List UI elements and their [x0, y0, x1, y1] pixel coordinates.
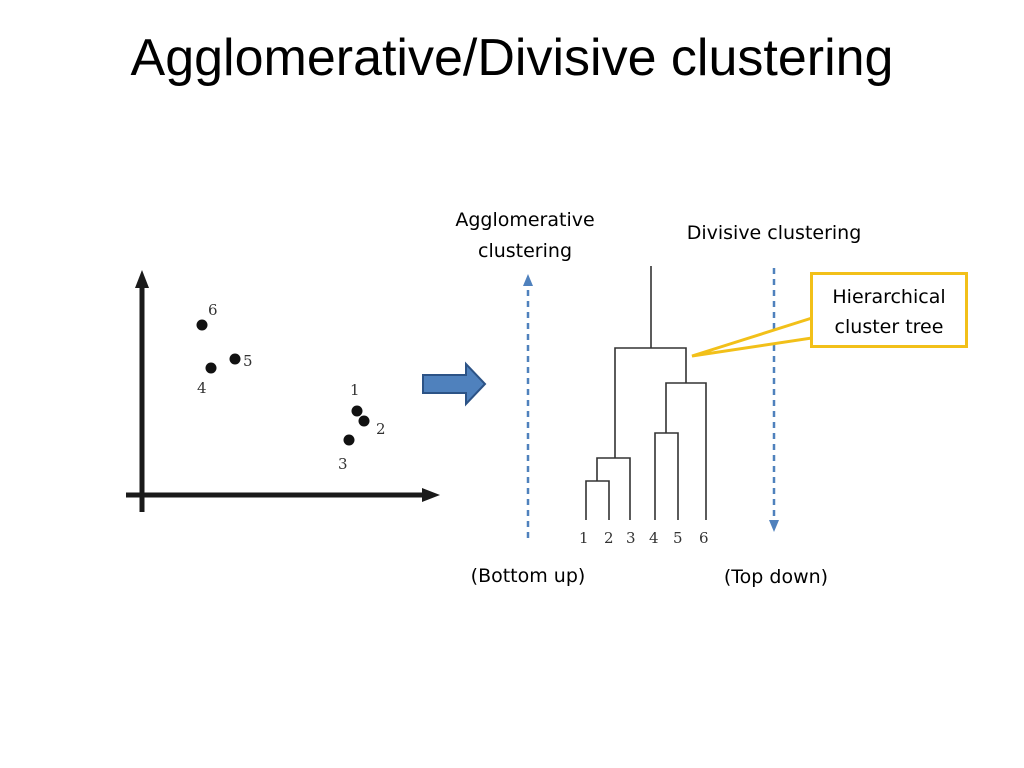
divisive-label: Divisive clustering: [686, 222, 862, 244]
leaf-label-5: 5: [673, 529, 683, 547]
dendrogram-link-123-456: [614, 347, 687, 458]
point-label-1: 1: [350, 381, 360, 399]
leaf-label-4: 4: [649, 529, 659, 547]
bottom-up-arrow: [523, 274, 533, 538]
point-2: [358, 415, 370, 427]
bottom-up-arrowhead: [523, 274, 533, 286]
point-label-3: 3: [338, 455, 348, 473]
callout-pointer: [691, 315, 814, 358]
top-down-arrowhead: [769, 520, 779, 532]
leaf-label-6: 6: [699, 529, 709, 547]
transform-arrow: [422, 361, 487, 407]
point-5: [229, 353, 241, 365]
bottom-up-label: (Bottom up): [470, 565, 586, 587]
callout-line2: cluster tree: [834, 316, 944, 338]
point-6: [196, 319, 208, 331]
scatter-axes: [126, 270, 440, 512]
dendrogram-link-12-3: [596, 457, 631, 520]
dendrogram-link-1-2: [585, 480, 610, 520]
dendrogram: [585, 266, 707, 520]
point-label-6: 6: [208, 301, 218, 319]
dendrogram-leaf-labels: 1 2 3 4 5 6: [579, 529, 709, 547]
callout-hierarchical-cluster-tree: Hierarchical cluster tree: [810, 272, 968, 348]
agglomerative-label-line2: clustering: [478, 240, 572, 262]
dendrogram-link-4-5: [654, 432, 679, 520]
point-label-4: 4: [197, 379, 207, 397]
point-1: [351, 405, 363, 417]
x-axis-arrowhead: [422, 488, 440, 502]
leaf-label-3: 3: [626, 529, 636, 547]
point-label-2: 2: [376, 420, 386, 438]
top-down-arrow: [769, 268, 779, 532]
dendrogram-link-45-6: [665, 382, 707, 520]
point-4: [205, 362, 217, 374]
point-label-5: 5: [243, 352, 253, 370]
leaf-label-2: 2: [604, 529, 614, 547]
slide-title: Agglomerative/Divisive clustering: [130, 29, 894, 87]
y-axis-arrowhead: [135, 270, 149, 288]
top-down-label: (Top down): [723, 566, 829, 588]
leaf-label-1: 1: [579, 529, 589, 547]
scatter-points: 1 2 3 4 5 6: [196, 301, 386, 473]
agglomerative-label-line1: Agglomerative: [455, 209, 595, 231]
agglomerative-label: Agglomerative clustering: [425, 205, 625, 267]
point-3: [343, 434, 355, 446]
callout-line1: Hierarchical: [832, 286, 946, 308]
